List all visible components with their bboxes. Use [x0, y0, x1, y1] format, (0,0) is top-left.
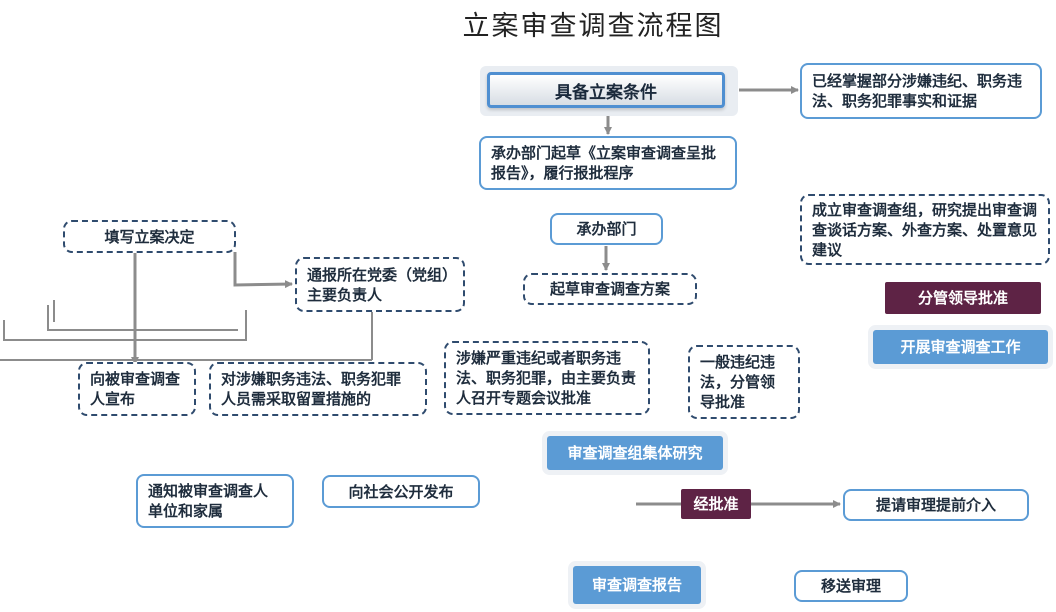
fill-decision-node: 填写立案决定 — [63, 220, 236, 253]
bracket-line-1 — [3, 310, 247, 341]
undertaking-dept-node: 承办部门 — [550, 213, 663, 245]
condition-note-node: 已经掌握部分涉嫌违纪、职务违法、职务犯罪事实和证据 — [800, 63, 1042, 119]
request-review-node: 提请审理提前介入 — [843, 489, 1029, 521]
edge-decision-to-notify — [233, 252, 293, 289]
detention-node: 对涉嫌职务违法、职务犯罪人员需采取留置措施的 — [209, 362, 427, 416]
publish-node: 向社会公开发布 — [322, 475, 480, 508]
general-case-node: 一般违纪违法，分管领导批准 — [688, 345, 800, 419]
start-work-node: 开展审查调查工作 — [873, 330, 1048, 364]
leader-approval-node: 分管领导批准 — [885, 282, 1041, 314]
draft-report-node: 承办部门起草《立案审查调查呈批报告》，履行报批程序 — [479, 136, 737, 190]
start-node: 具备立案条件 — [487, 72, 725, 108]
report-node: 审查调查报告 — [573, 566, 701, 604]
draft-plan-node: 起草审查调查方案 — [523, 273, 697, 305]
transfer-node: 移送审理 — [794, 570, 908, 602]
notify-family-node: 通知被审查调查人单位和家属 — [136, 474, 294, 528]
diagram-title: 立案审查调查流程图 — [462, 11, 724, 42]
approved-node: 经批准 — [681, 489, 751, 519]
notify-party-node: 通报所在党委（党组）主要负责人 — [295, 257, 465, 312]
announce-node: 向被审查调查人宣布 — [78, 362, 196, 416]
bracket-line-2 — [47, 305, 238, 331]
group-research-node: 审查调查组集体研究 — [547, 436, 723, 470]
form-group-node: 成立审查调查组，研究提出审查调查谈话方案、外查方案、处置意见建议 — [800, 194, 1050, 265]
serious-case-node: 涉嫌严重违纪或者职务违法、职务犯罪，由主要负责人召开专题会议批准 — [444, 341, 650, 415]
